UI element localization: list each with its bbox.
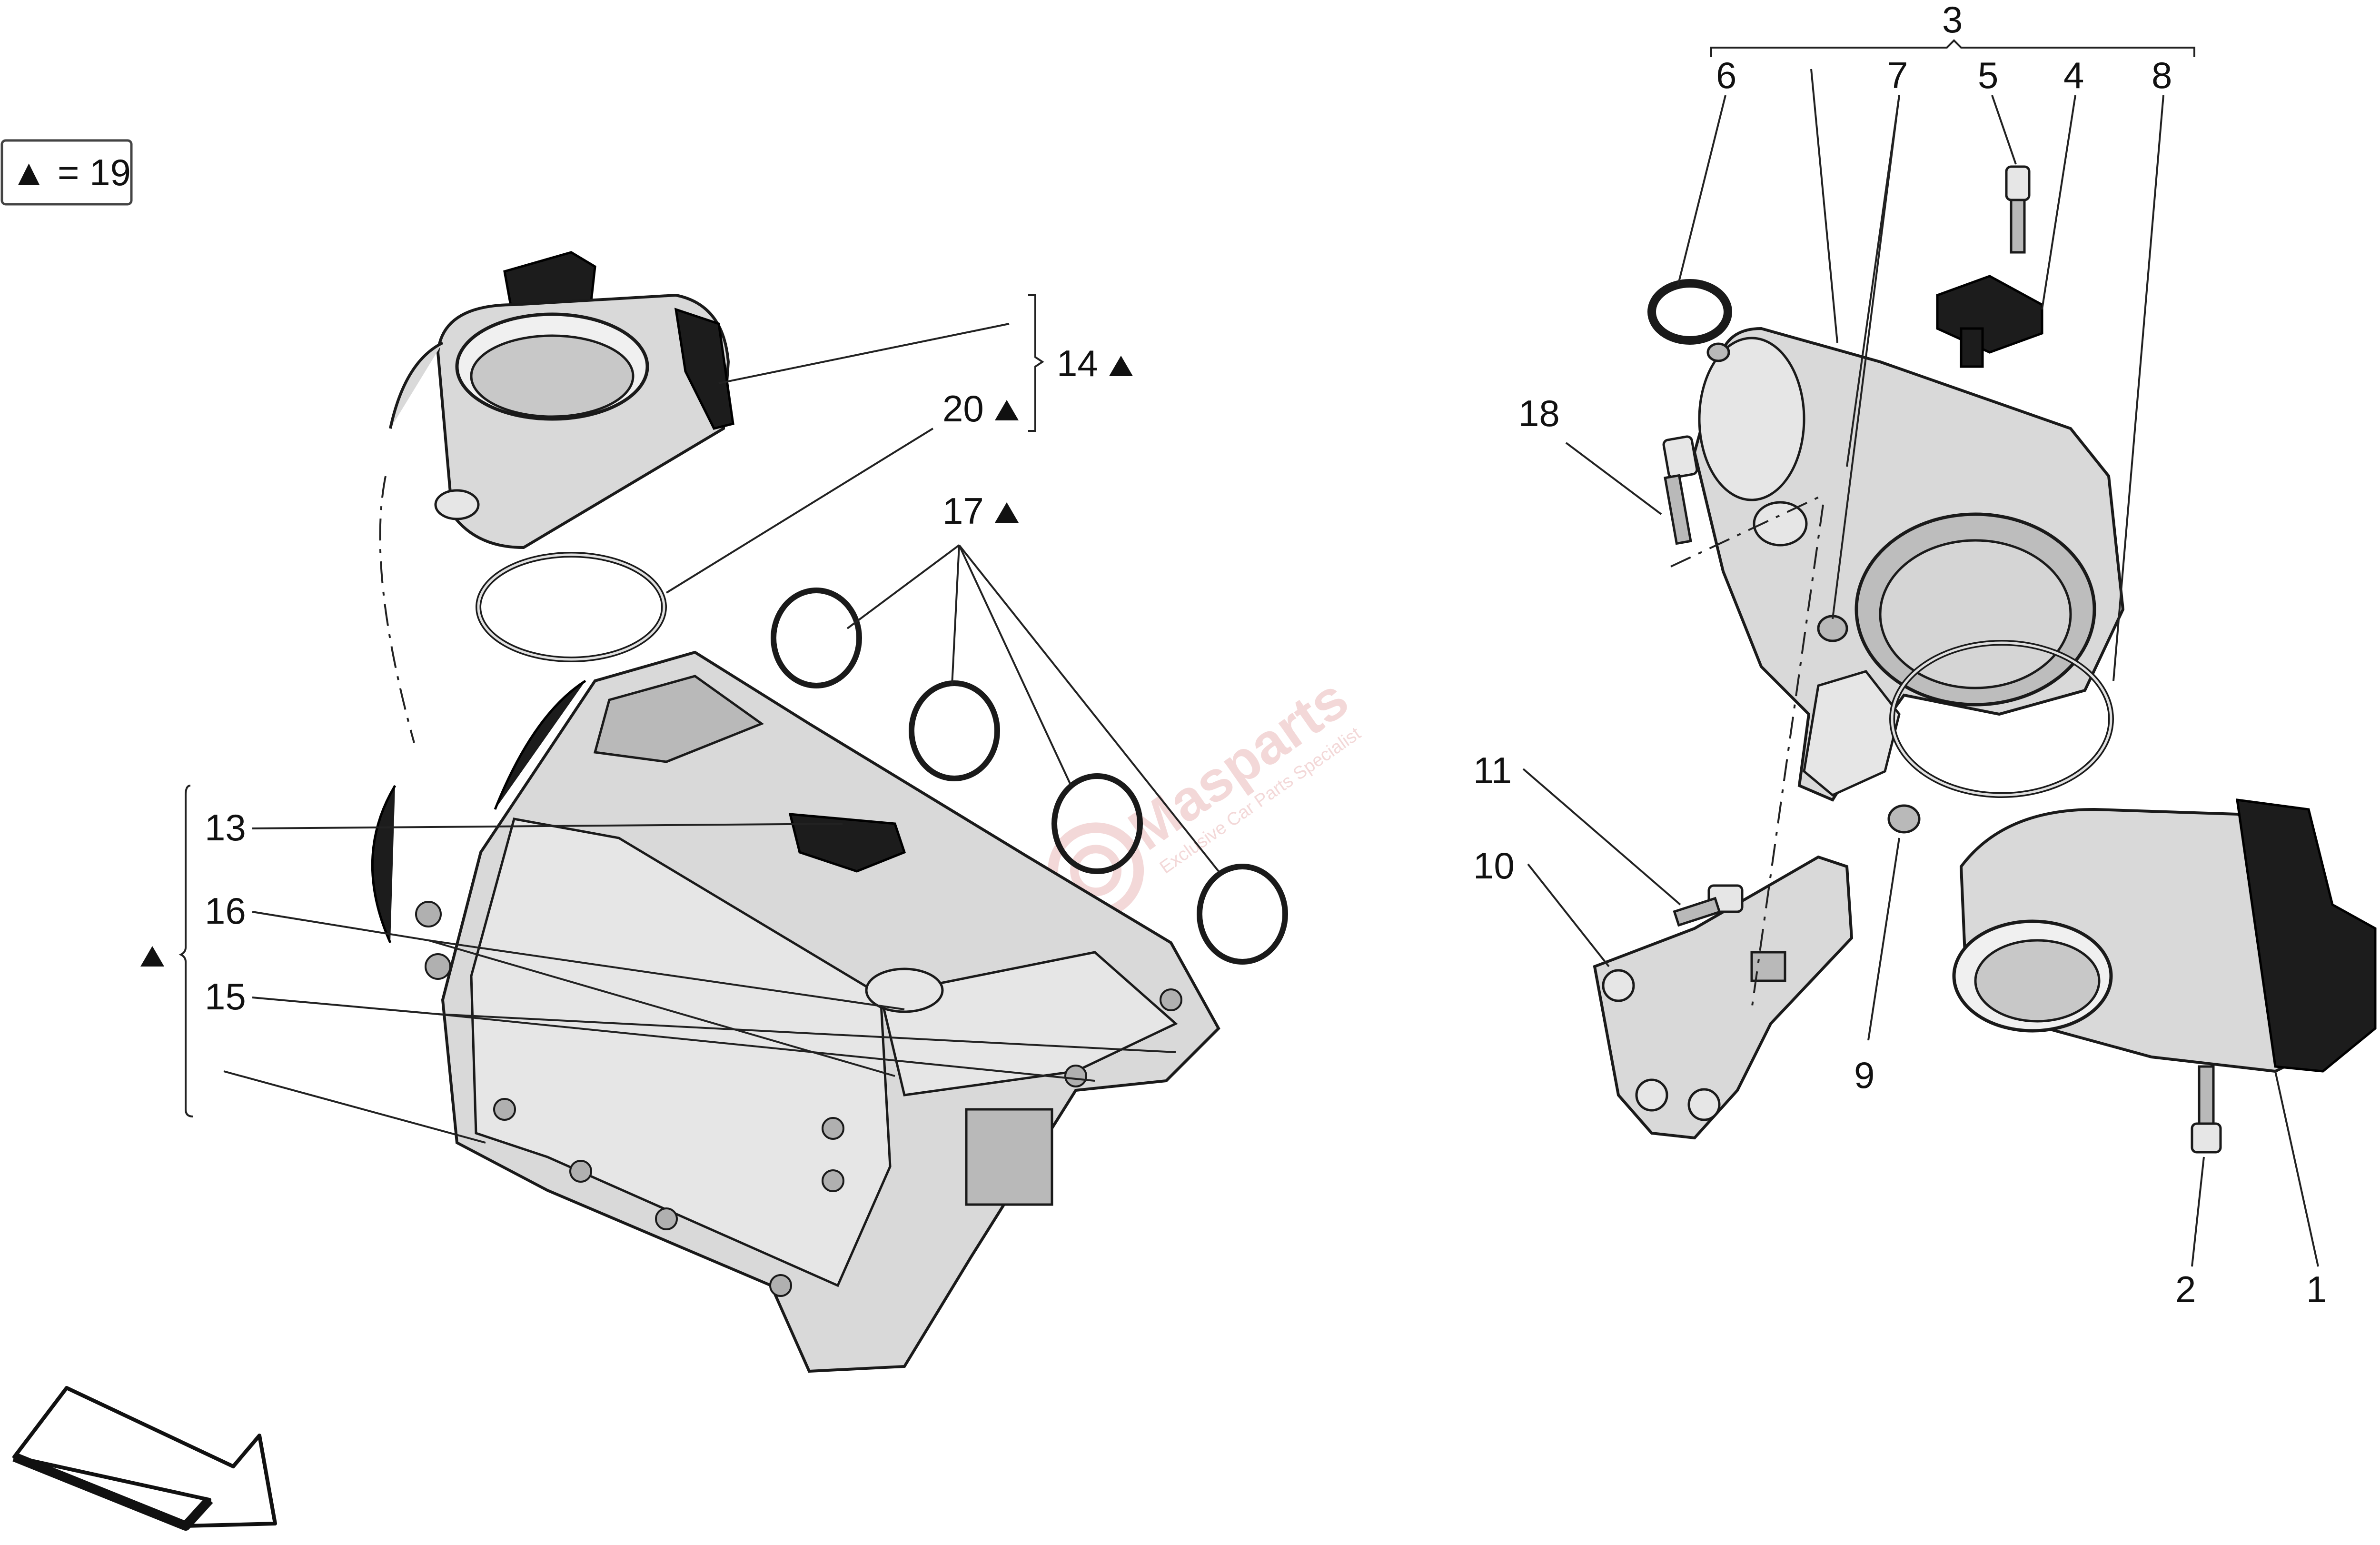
legend: ▲ = 19 xyxy=(0,139,133,206)
triangle-marker-icon xyxy=(140,946,164,967)
callout-4: 4 xyxy=(2063,54,2084,96)
bracket-10 xyxy=(1593,855,1854,1140)
throttle-body-1 xyxy=(1952,798,2377,1073)
callout-10: 10 xyxy=(1473,845,1515,887)
throttle-housing-3 xyxy=(1693,327,2125,802)
callout-labels: 1 2 3 4 5 6 7 8 9 10 11 13 14 15 16 17 1… xyxy=(205,0,2327,1310)
plug-7 xyxy=(1817,615,1848,642)
leaders-left xyxy=(223,323,1220,1144)
callout-3: 3 xyxy=(1942,0,1963,40)
bolt-5 xyxy=(2005,165,2031,254)
intake-manifold xyxy=(371,650,1220,1373)
callout-5: 5 xyxy=(1978,54,1998,96)
triangle-marker-icon xyxy=(995,400,1019,420)
clamp-6 xyxy=(1647,279,1732,362)
group-bracket-3 xyxy=(1710,39,2195,57)
sensor-4 xyxy=(1936,275,2043,368)
callout-15: 15 xyxy=(205,976,246,1017)
callout-6: 6 xyxy=(1716,54,1736,96)
throttle-body-upper xyxy=(389,251,734,549)
centerline-right-1 xyxy=(1670,494,1824,568)
gaskets-17 xyxy=(771,588,1288,965)
callout-9: 9 xyxy=(1854,1054,1874,1096)
callout-16: 16 xyxy=(205,890,246,932)
bolt-2 xyxy=(2191,1065,2222,1154)
group-bracket-left xyxy=(140,785,193,1117)
callout-13: 13 xyxy=(205,807,246,848)
leaders-right xyxy=(1522,69,2319,1267)
plug-9 xyxy=(1887,804,1921,834)
direction-arrow-icon xyxy=(12,1386,277,1531)
callout-2: 2 xyxy=(2175,1268,2196,1310)
triangle-marker-icon xyxy=(995,502,1019,523)
gasket-20 xyxy=(476,552,667,662)
gasket-8 xyxy=(1889,640,2114,798)
callout-17: 17 xyxy=(942,490,984,532)
callout-7: 7 xyxy=(1887,54,1908,96)
callout-20: 20 xyxy=(942,388,984,429)
callout-18: 18 xyxy=(1518,392,1560,434)
callout-8: 8 xyxy=(2152,54,2172,96)
bolt-11 xyxy=(1673,884,1744,927)
callout-1: 1 xyxy=(2306,1268,2327,1310)
callout-11: 11 xyxy=(1473,749,1512,791)
triangle-marker-icon xyxy=(1109,356,1133,376)
group-bracket-14-20 xyxy=(1028,294,1044,432)
bolt-18 xyxy=(1662,435,1698,545)
centerline-left xyxy=(379,476,415,743)
callout-14: 14 xyxy=(1057,342,1098,384)
legend-text: ▲ = 19 xyxy=(10,151,131,193)
